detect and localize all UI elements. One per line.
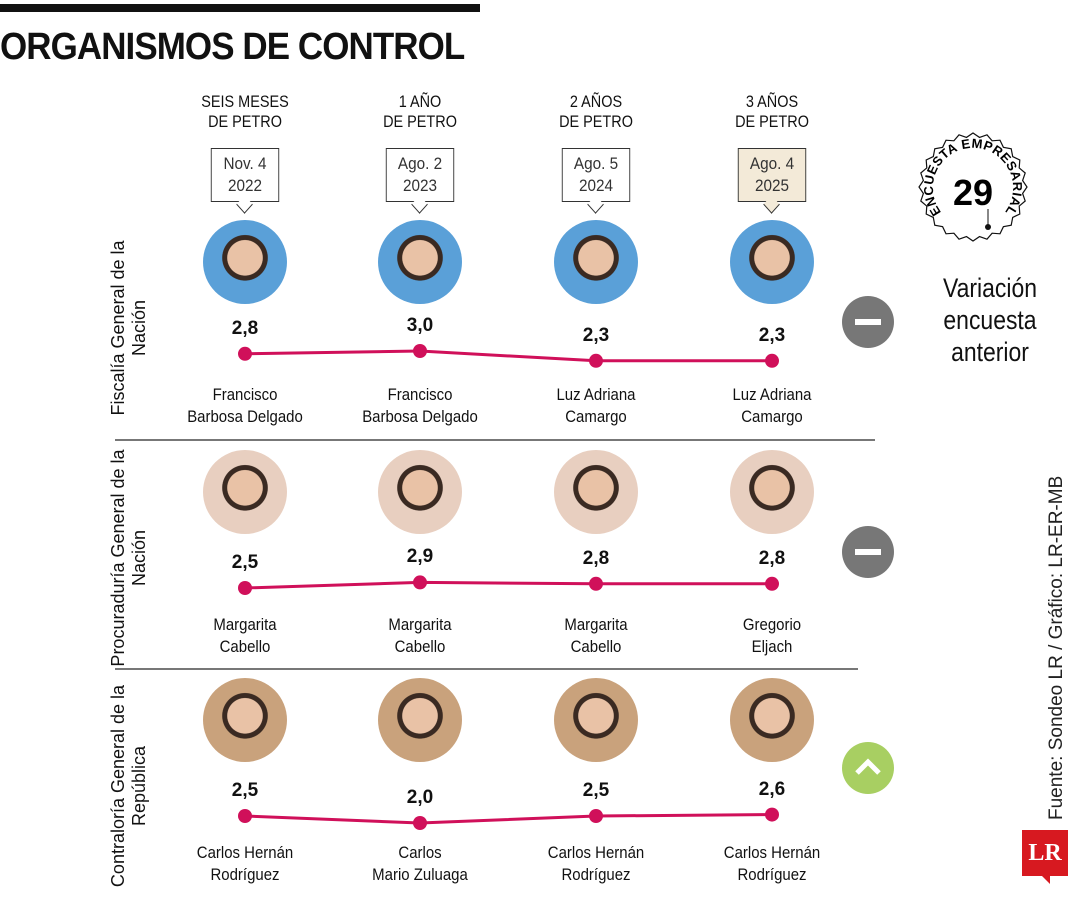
person-photo	[554, 450, 638, 534]
series-line	[244, 580, 772, 590]
person-name: Francisco Barbosa Delgado	[362, 385, 478, 426]
data-point	[765, 807, 779, 822]
data-label: 2,6	[758, 778, 786, 800]
variation-equal-icon	[842, 296, 894, 348]
date-callout: Nov. 4 2022	[210, 148, 280, 202]
person-photo	[203, 678, 287, 762]
person-name: Luz Adriana Camargo	[556, 385, 636, 426]
data-point	[765, 576, 779, 591]
person-photo	[554, 678, 638, 762]
row-label: Procuraduría General de la Nación	[108, 449, 149, 667]
arrow-dot	[985, 224, 991, 230]
encuesta-badge: ENCUESTA EMPRESARIAL 29	[918, 132, 1028, 242]
series-line	[244, 349, 772, 363]
person-photo	[730, 220, 814, 304]
person-photo	[730, 450, 814, 534]
person-name: Margarita Cabello	[388, 615, 452, 656]
data-label: 2,5	[231, 552, 259, 573]
data-label: 2,3	[758, 324, 786, 346]
person-name: Carlos Hernán Rodríguez	[723, 843, 821, 884]
column-header: SEIS MESES DE PETRO	[201, 92, 289, 131]
data-point	[238, 809, 252, 823]
person-name: Carlos Hernán Rodríguez	[547, 843, 645, 884]
column-header: 1 AÑO DE PETRO	[383, 92, 457, 131]
variation-label: Variación encuesta anterior	[943, 273, 1037, 367]
data-point	[765, 353, 779, 368]
person-photo	[554, 220, 638, 304]
date-callout: Ago. 2 2023	[385, 148, 455, 202]
person-name: Francisco Barbosa Delgado	[187, 385, 303, 426]
data-point	[589, 809, 603, 823]
data-label: 2,8	[758, 547, 786, 569]
date-callout: Ago. 4 2025	[737, 148, 807, 202]
variation-up-icon	[842, 742, 894, 794]
row-divider	[115, 668, 858, 670]
person-photo	[378, 450, 462, 534]
data-point	[413, 816, 427, 830]
person-name: Luz Adriana Camargo	[732, 385, 812, 426]
column-header: 3 AÑOS DE PETRO	[735, 92, 809, 131]
person-name: Margarita Cabello	[213, 615, 277, 656]
person-photo	[730, 678, 814, 762]
row-label: Fiscalía General de la Nación	[108, 240, 149, 416]
column-header: 2 AÑOS DE PETRO	[559, 92, 633, 131]
row-label: Contraloría General de la República	[108, 684, 149, 888]
data-label: 3,0	[406, 315, 434, 336]
person-photo	[203, 450, 287, 534]
person-photo	[378, 220, 462, 304]
page-title: ORGANISMOS DE CONTROL	[0, 26, 465, 68]
data-label: 2,5	[582, 780, 610, 801]
data-label: 2,0	[406, 787, 434, 808]
data-point	[589, 576, 603, 591]
data-point	[413, 344, 427, 358]
data-label: 2,8	[231, 317, 259, 339]
data-point	[238, 581, 252, 595]
top-rule	[0, 4, 480, 12]
person-photo	[378, 678, 462, 762]
person-name: Carlos Mario Zuluaga	[372, 843, 468, 884]
badge-number: 29	[953, 172, 993, 213]
data-label: 2,3	[582, 324, 610, 346]
data-point	[413, 575, 427, 590]
person-name: Gregorio Eljach	[742, 615, 802, 656]
data-point	[238, 346, 252, 361]
data-label: 2,8	[582, 547, 610, 569]
person-name: Carlos Hernán Rodríguez	[196, 843, 294, 884]
data-label: 2,9	[406, 546, 434, 568]
person-photo	[203, 220, 287, 304]
row-divider	[115, 439, 875, 441]
lr-logo: LR	[1022, 830, 1068, 884]
series-line	[244, 813, 773, 825]
data-point	[589, 353, 603, 368]
data-label: 2,5	[231, 780, 259, 801]
variation-equal-icon	[842, 526, 894, 578]
person-name: Margarita Cabello	[564, 615, 628, 656]
date-callout: Ago. 5 2024	[561, 148, 631, 202]
seal-outline	[918, 132, 1028, 242]
